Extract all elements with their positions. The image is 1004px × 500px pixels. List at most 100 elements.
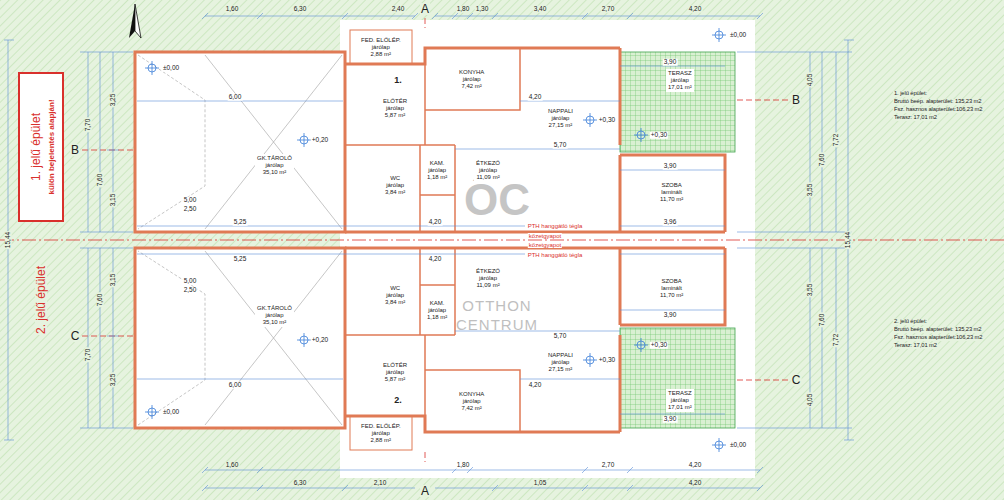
axis-label: B	[791, 94, 801, 106]
room-name: WC	[385, 285, 405, 292]
dimension-label: 2,50	[183, 206, 198, 213]
dimension-label: 5,25	[233, 219, 248, 226]
dimension-label: 2,70	[601, 6, 616, 13]
wall-note: kőzetgyapot	[528, 233, 562, 239]
axis-label: C	[791, 374, 802, 386]
room-label: ELŐTÉRjárólap5,87 m²	[381, 97, 409, 120]
dimension-label: 4,20	[428, 219, 443, 226]
room-area: 27,15 m²	[548, 366, 573, 373]
room-label: NAPPALIjárólap27,15 m²	[546, 351, 575, 374]
entrance-number: 2.	[393, 396, 403, 405]
dimension-label: 7,70	[85, 348, 92, 363]
room-name: NAPPALI	[548, 108, 573, 115]
level-label: ±0,00	[162, 65, 180, 72]
room-label: ÉTKEZŐjárólap11,09 m²	[474, 159, 502, 182]
dimension-label: 3,40	[533, 6, 548, 13]
dimension-label: 2,10	[373, 480, 388, 487]
room-area: 1,18 m²	[427, 174, 447, 181]
floor-finish: járólap	[476, 275, 500, 282]
level-label: +0,20	[311, 337, 329, 344]
dimension-label: 7,72	[833, 333, 840, 348]
dimension-label: 1,30	[475, 6, 490, 13]
floor-finish: járólap	[427, 307, 447, 314]
level-label: +0,30	[650, 132, 668, 139]
room-area: 35,10 m²	[257, 169, 292, 176]
dimension-label: 7,60	[97, 293, 104, 308]
dimension-label: 3,90	[663, 416, 678, 423]
room-label: KAM.járólap1,18 m²	[425, 159, 449, 182]
dimension-label: 3,90	[663, 59, 678, 66]
room-name: GK.TÁROLÓ	[257, 155, 292, 162]
room-area: 3,84 m²	[385, 299, 405, 306]
dimension-label: 3,15	[110, 193, 117, 208]
room-name: KAM.	[427, 300, 447, 307]
room-name: ELŐTÉR	[383, 98, 407, 105]
level-label: +0,20	[311, 137, 329, 144]
building-note: külön bejelentés alapján!	[48, 99, 56, 194]
dimension-label: 4,20	[688, 480, 703, 487]
grid-axes	[82, 18, 788, 462]
level-label: +0,30	[650, 342, 668, 349]
room-label: KAM.járólap1,18 m²	[425, 299, 449, 322]
dimension-label: 7,60	[819, 153, 826, 168]
dimension-label: 4,20	[688, 462, 703, 469]
floor-finish: járólap	[385, 182, 405, 189]
area-summary: 1. jelű épület:	[893, 91, 928, 97]
floor-finish: járólap	[361, 44, 401, 51]
building-one	[135, 28, 735, 232]
dimension-label: 2,70	[601, 462, 616, 469]
room-name: FED. ELŐLÉP.	[361, 37, 401, 44]
dimension-label: 4,05	[807, 73, 814, 88]
level-label: +0,30	[598, 117, 616, 124]
dimension-label: 1,80	[456, 6, 471, 13]
dimension-label: 15,44	[5, 231, 12, 249]
dimension-label: 5,70	[553, 142, 568, 149]
room-area: 11,09 m²	[476, 174, 500, 181]
level-label: ±0,00	[729, 442, 747, 449]
dimension-label: 1,60	[225, 462, 240, 469]
dimension-label: 4,20	[528, 94, 543, 101]
floor-finish: járólap	[476, 167, 500, 174]
floor-finish: járólap	[459, 76, 484, 83]
floor-finish: járólap	[385, 292, 405, 299]
wall-note: PTH hanggátló tégla	[527, 252, 584, 258]
room-area: 7,42 m²	[459, 405, 484, 412]
room-name: GK.TÁROLÓ	[257, 305, 292, 312]
dimension-label: 2,50	[183, 287, 198, 294]
dimension-label: 6,00	[228, 382, 243, 389]
floor-finish: járólap	[361, 430, 401, 437]
dimension-label: 1,80	[456, 462, 471, 469]
room-label: ELŐTÉRjárólap5,87 m²	[381, 361, 409, 384]
area-summary: Bruttó beép. alapterület: 135,23 m2	[893, 99, 982, 105]
room-area: 2,88 m²	[361, 51, 401, 58]
room-name: ÉTKEZŐ	[476, 160, 500, 167]
floor-finish: laminált	[660, 189, 683, 196]
floor-finish: járólap	[668, 77, 692, 84]
dimension-label: 7,72	[833, 133, 840, 148]
building-title: 1. jelű épület	[30, 113, 42, 181]
axis-label: A	[420, 485, 430, 497]
room-area: 5,87 m²	[383, 112, 407, 119]
north-arrow	[129, 4, 141, 38]
dimension-label: 4,05	[807, 393, 814, 408]
entrance-number: 1.	[393, 76, 403, 85]
room-name: ELŐTÉR	[383, 362, 407, 369]
room-name: ÉTKEZŐ	[476, 268, 500, 275]
room-area: 2,88 m²	[361, 437, 401, 444]
dimension-label: 6,30	[293, 480, 308, 487]
axis-label: B	[70, 144, 80, 156]
axis-label: A	[420, 3, 430, 15]
room-area: 17,01 m²	[668, 404, 692, 411]
area-summary: Fsz. hasznos alapterület:106,23 m2	[893, 107, 983, 113]
room-label: TERASZjárólap17,01 m²	[666, 69, 694, 92]
dimension-label: 7,60	[97, 173, 104, 188]
level-label: ±0,00	[162, 409, 180, 416]
room-area: 7,42 m²	[459, 83, 484, 90]
room-area: 35,10 m²	[257, 319, 292, 326]
floor-finish: járólap	[257, 162, 292, 169]
axis-label: C	[70, 330, 81, 342]
area-summary: 2. jelű épület:	[893, 319, 928, 325]
